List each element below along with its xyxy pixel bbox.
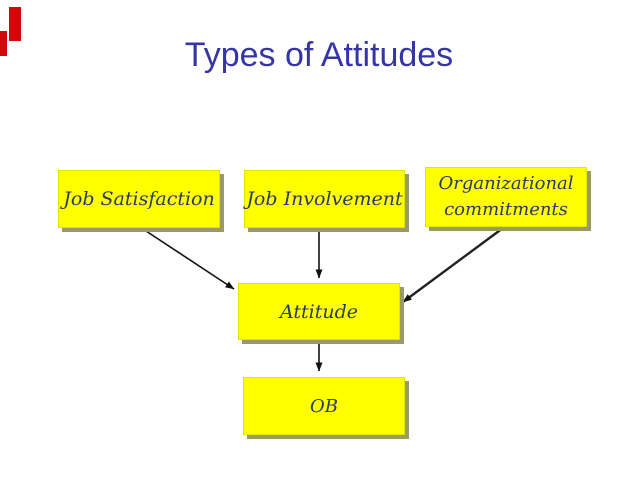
box-job-satisfaction-label: Job Satisfaction: [63, 188, 215, 210]
page-title: Types of Attitudes: [184, 36, 454, 74]
red-corner-mark: [9, 7, 21, 41]
box-attitude: Attitude: [238, 283, 400, 340]
box-attitude-label: Attitude: [279, 300, 358, 323]
box-ob: OB: [243, 377, 405, 435]
box-job-involvement: Job Involvement: [244, 170, 405, 228]
box-job-satisfaction: Job Satisfaction: [58, 170, 220, 228]
red-edge-mark: [0, 31, 7, 56]
arrow-org-commitments-to-attitude: [402, 227, 504, 303]
box-organizational-commitments-line2: commitments: [444, 199, 568, 220]
arrow-job-satisfaction-to-attitude: [142, 228, 235, 290]
box-organizational-commitments: Organizational commitments: [425, 167, 587, 227]
box-job-involvement-label: Job Involvement: [246, 188, 403, 210]
box-ob-label: OB: [310, 395, 338, 417]
box-organizational-commitments-line1: Organizational: [438, 172, 574, 194]
